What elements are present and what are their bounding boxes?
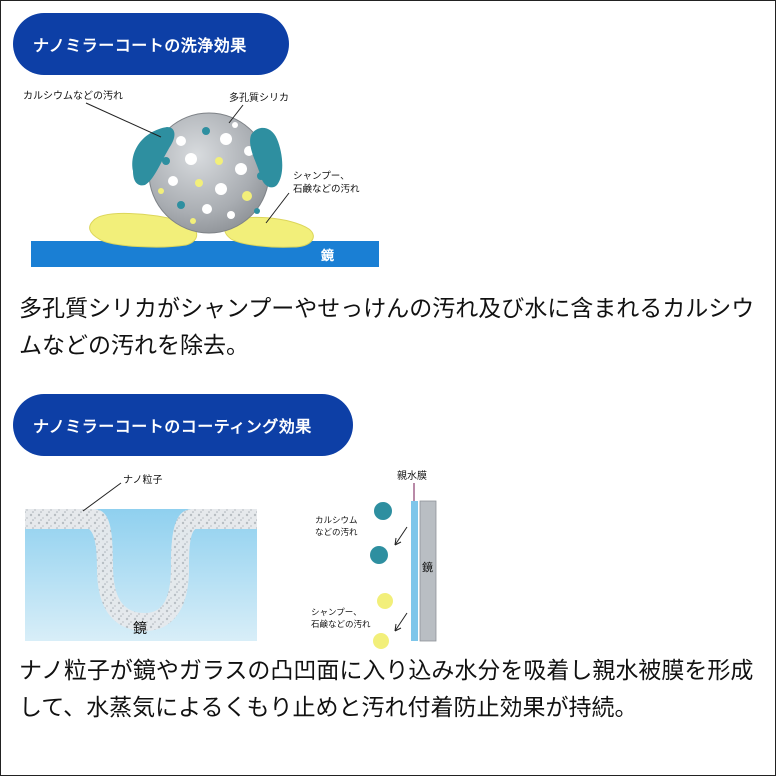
shampoo-particle-top (377, 593, 393, 609)
side-mirror (419, 500, 437, 642)
calcium-callout-line (85, 102, 162, 138)
shampoo-dirt-right (224, 216, 314, 248)
side-mirror-label: 鏡 (422, 560, 433, 574)
shampoo-label2-line1: シャンプー、 (311, 608, 362, 618)
shampoo-repel-arrow (394, 612, 408, 632)
calcium-repel-arrow (394, 526, 408, 546)
cleaning-diagram: 鏡 (23, 89, 379, 267)
hydrophilic-film (411, 501, 418, 641)
shampoo-label-line1: シャンプー、 (293, 171, 350, 182)
section1-title: ナノミラーコートの洗浄効果 (33, 36, 247, 55)
calcium-label-line1: カルシウム (315, 516, 358, 526)
mirror-label: 鏡 (321, 248, 334, 264)
section2-title-pill: ナノミラーコートのコーティング効果 (13, 394, 353, 456)
calcium-label: カルシウムなどの汚れ (23, 89, 123, 102)
shampoo-repel-arrowhead (394, 623, 402, 632)
calcium-repel-arrowhead (394, 537, 402, 546)
nano-coating-fill-left (25, 509, 107, 529)
hydrophilic-film-diagram: 親水膜 鏡 カルシウム などの汚れ シャンプー、 石鹸などの汚れ (311, 469, 437, 649)
nano-callout-line (82, 482, 122, 512)
shampoo-dirt-left (89, 213, 198, 248)
silica-pores (158, 122, 265, 224)
calcium-dirt-left (132, 127, 175, 186)
silica-label: 多孔質シリカ (229, 91, 289, 104)
film-label: 親水膜 (397, 469, 427, 482)
calcium-label-line2: などの汚れ (315, 527, 358, 538)
shampoo-particle-bottom (373, 633, 389, 649)
calcium-particle-top (374, 502, 392, 520)
section2-description: ナノ粒子が鏡やガラスの凸凹面に入り込み水分を吸着し親水被膜を形成して、水蒸気によ… (19, 658, 754, 721)
nano-coating-fill-right (179, 509, 257, 529)
section1-title-pill: ナノミラーコートの洗浄効果 (13, 13, 289, 75)
section1-description: 多孔質シリカがシャンプーやせっけんの汚れ及び水に含まれるカルシウムなどの汚れを除… (19, 296, 755, 359)
section2-title: ナノミラーコートのコーティング効果 (33, 417, 312, 436)
calcium-dirt-right (250, 127, 283, 188)
surface-mirror-label: 鏡 (133, 621, 147, 637)
silica-callout-line (228, 104, 244, 124)
calcium-particle-bottom (370, 546, 388, 564)
shampoo-label2-line2: 石鹸などの汚れ (311, 619, 371, 630)
coating-surface-diagram: ナノ粒子 鏡 (25, 473, 257, 641)
nano-label: ナノ粒子 (123, 473, 163, 486)
shampoo-label-line2: 石鹸などの汚れ (293, 183, 360, 195)
mirror-bar (31, 241, 379, 267)
shampoo-callout-line (265, 192, 290, 224)
